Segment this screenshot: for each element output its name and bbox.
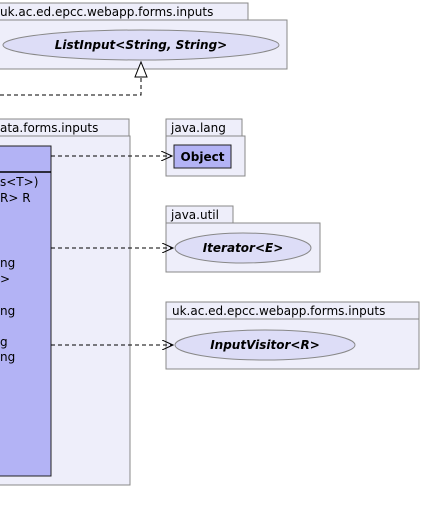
package-java-lang: java.lang Object: [165, 118, 246, 177]
package-top-name: uk.ac.ed.epcc.webapp.forms.inputs: [0, 5, 213, 19]
package-main-name: ata.forms.inputs: [0, 121, 98, 135]
main-class-member: g: [0, 335, 8, 349]
object-class-label: Object: [181, 150, 225, 164]
main-class-member: R> R: [0, 191, 31, 205]
main-class-member: ng: [0, 256, 15, 270]
main-class-member: >: [0, 272, 10, 286]
package-visitor-name: uk.ac.ed.epcc.webapp.forms.inputs: [172, 304, 385, 318]
package-java-util-name: java.util: [170, 208, 219, 222]
listinput-class-label: ListInput<String, String>: [55, 38, 227, 52]
package-java-util: java.util Iterator<E>: [165, 205, 321, 273]
package-visitor: uk.ac.ed.epcc.webapp.forms.inputs InputV…: [165, 301, 420, 370]
object-class-shape[interactable]: [173, 144, 232, 169]
package-top: uk.ac.ed.epcc.webapp.forms.inputs ListIn…: [0, 2, 288, 70]
iterator-interface-label: Iterator<E>: [203, 241, 284, 255]
main-class-shape[interactable]: [0, 145, 52, 477]
package-java-lang-name: java.lang: [170, 121, 226, 135]
inputvisitor-interface-label: InputVisitor<R>: [210, 338, 320, 352]
listinput-class-shape[interactable]: [2, 29, 280, 61]
inputvisitor-interface-shape[interactable]: [174, 329, 356, 361]
main-class-member: ng: [0, 350, 15, 364]
main-class-member: ng: [0, 304, 15, 318]
package-main: ata.forms.inputs s<T>) R> R ng > ng g ng: [0, 118, 131, 486]
main-class-member: s<T>): [0, 175, 38, 189]
iterator-interface-shape[interactable]: [174, 232, 312, 264]
realization-listinput: [0, 60, 148, 96]
